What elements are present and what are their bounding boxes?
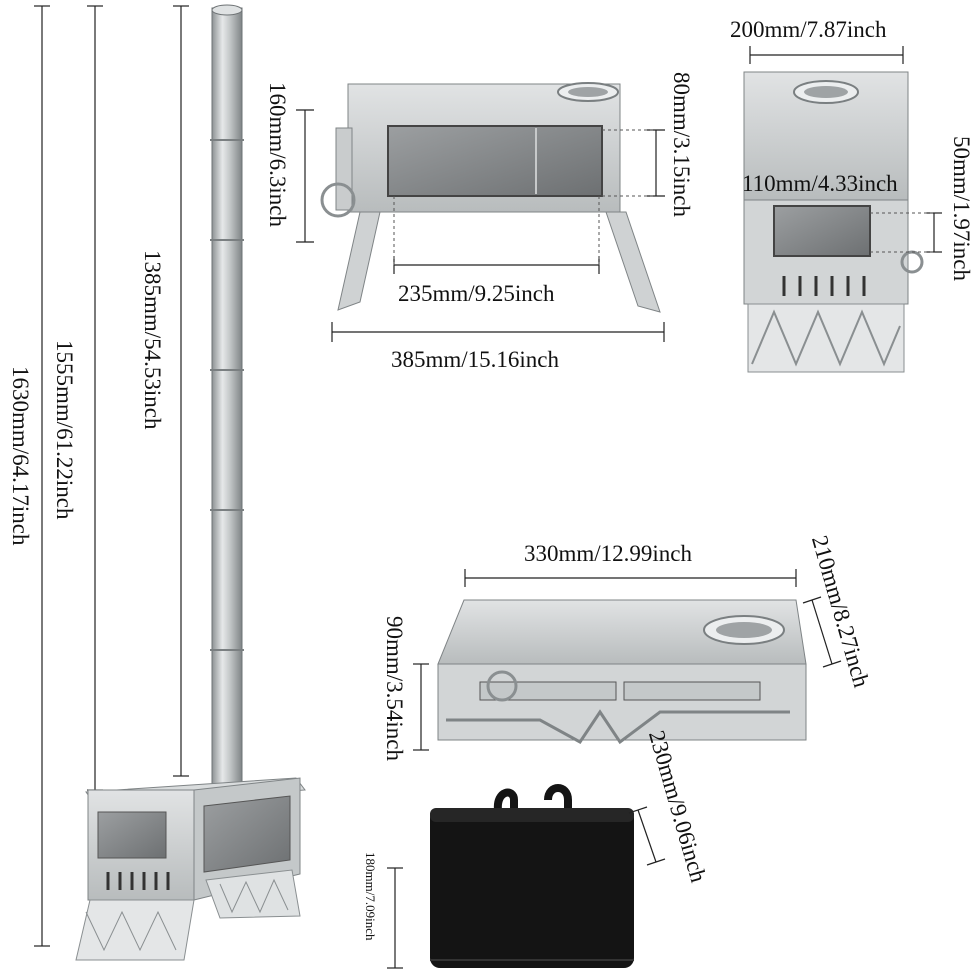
pipe-height-label: 1385mm/54.53inch: [140, 250, 165, 430]
dotted-guides-side: [870, 212, 934, 253]
dimension-lines-folded: [413, 569, 842, 751]
stove-side-view: [743, 71, 924, 373]
folded-length-label: 330mm/12.99inch: [524, 541, 693, 566]
stove-folded-view: [437, 599, 807, 745]
dotted-guides-front: [393, 129, 656, 265]
dimension-lines-side: [749, 46, 942, 253]
chimney-pipe: [210, 4, 244, 789]
height-1555-label: 1555mm/61.22inch: [52, 340, 77, 520]
carry-bag: [430, 784, 634, 968]
door-height-label: 50mm/1.97inch: [949, 136, 974, 282]
side-width-label: 200mm/7.87inch: [730, 17, 887, 42]
folded-height-label: 90mm/3.54inch: [382, 616, 407, 762]
dimension-lines-left: [34, 5, 189, 947]
stove-assembled: [75, 777, 306, 961]
bag-height-label: 180mm/7.09inch: [363, 852, 378, 941]
total-width-label: 385mm/15.16inch: [391, 347, 560, 372]
window-width-label: 235mm/9.25inch: [398, 281, 555, 306]
stove-front-view: [320, 82, 661, 313]
dimension-lines-bag: [387, 806, 666, 969]
window-height-label: 80mm/3.15inch: [669, 72, 694, 218]
front-height-label: 160mm/6.3inch: [265, 82, 290, 228]
total-height-label: 1630mm/64.17inch: [8, 366, 33, 546]
dimension-lines-front: [296, 109, 665, 342]
door-width-label: 110mm/4.33inch: [742, 171, 898, 196]
